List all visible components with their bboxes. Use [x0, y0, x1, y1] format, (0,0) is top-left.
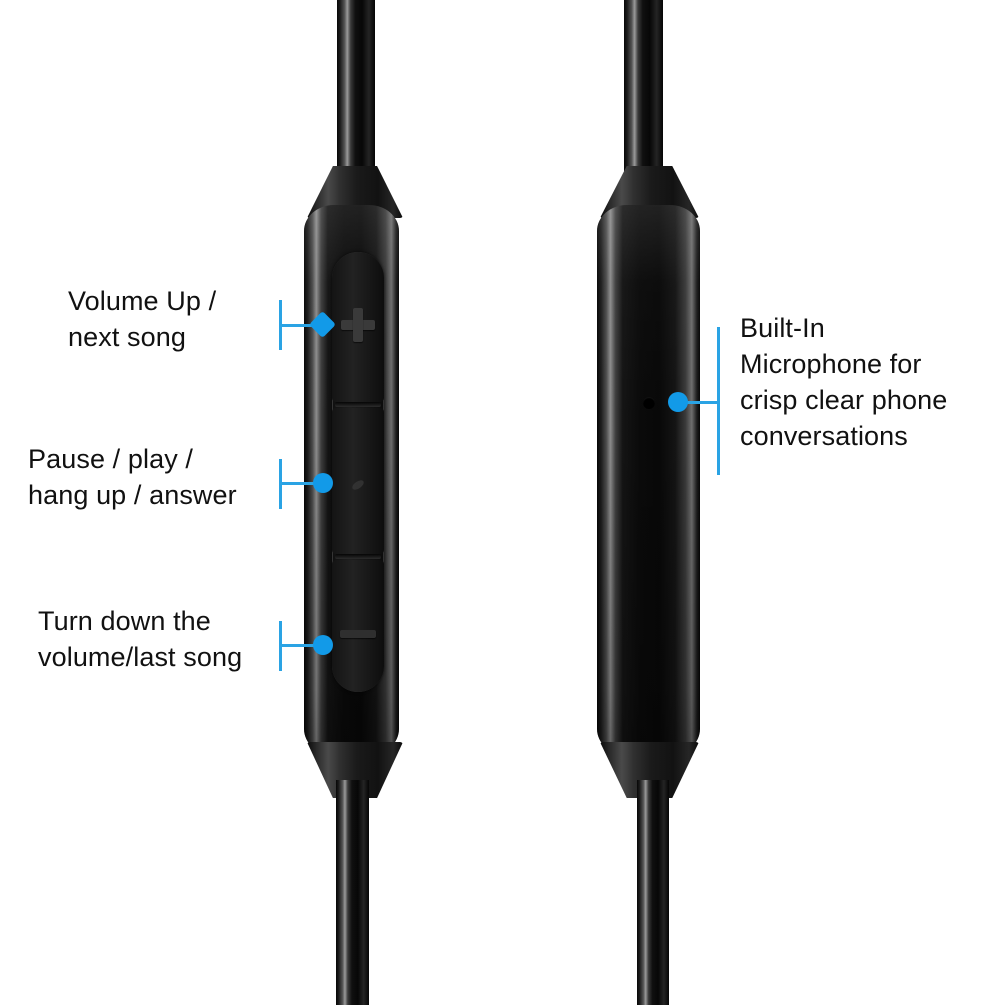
- button-divider-lower: [335, 554, 381, 559]
- callout-multifunction-line: [279, 482, 324, 485]
- callout-volume-down-marker: [313, 635, 333, 655]
- callout-microphone-marker: [668, 392, 688, 412]
- microphone-module: [597, 205, 700, 755]
- cable-right-upper: [624, 0, 663, 178]
- cable-left-upper: [337, 0, 375, 178]
- cable-left-lower: [336, 780, 369, 1005]
- callout-volume-up-label: Volume Up / next song: [68, 286, 217, 352]
- callout-multifunction-label: Pause / play / hang up / answer: [28, 444, 237, 510]
- cable-right-lower: [637, 780, 669, 1005]
- button-panel: [332, 252, 384, 692]
- volume-down-button[interactable]: [332, 560, 384, 692]
- plus-icon: [341, 308, 375, 342]
- callout-microphone-label: Built-In Microphone for crisp clear phon…: [740, 313, 948, 451]
- minus-icon: [340, 630, 376, 638]
- module-gloss-right: [597, 205, 700, 755]
- button-divider-upper: [335, 402, 381, 407]
- callout-volume-up-line: [279, 324, 324, 327]
- callout-volume-down-label: Turn down the volume/last song: [38, 606, 243, 672]
- callout-microphone-line: [678, 401, 720, 404]
- callout-volume-down-line: [279, 644, 324, 647]
- callout-multifunction-marker: [313, 473, 333, 493]
- microphone-pinhole-icon: [643, 397, 655, 409]
